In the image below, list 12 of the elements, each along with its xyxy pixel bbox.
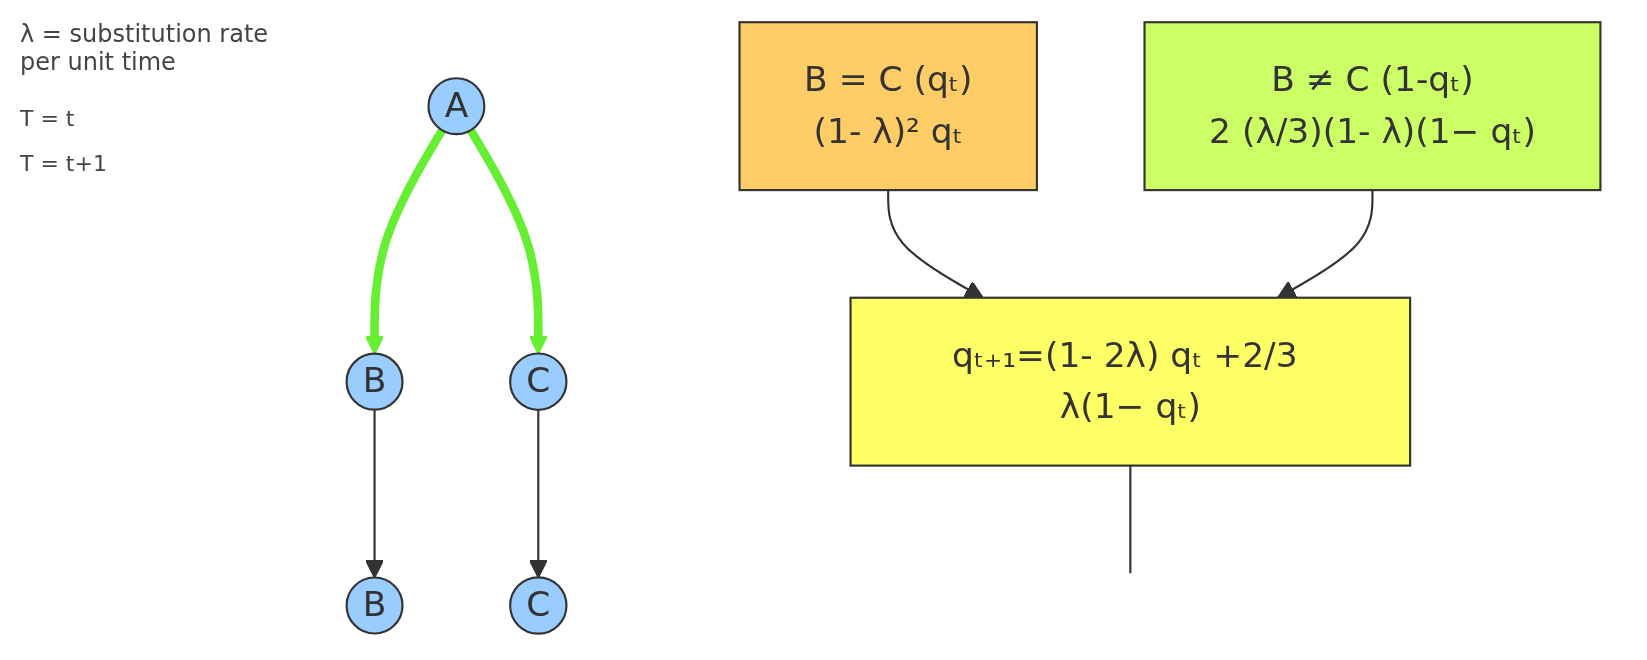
node-circle: C: [509, 352, 568, 411]
title-text: λ = substitution rate per unit time: [20, 20, 270, 76]
time-label: T = t+1: [20, 151, 108, 176]
node-box: B = C (qₜ) (1- λ)² qₜ: [738, 21, 1038, 192]
node-circle: A: [427, 77, 486, 136]
node-box: qₜ₊₁=(1- 2λ) qₜ +2/3 λ(1− qₜ): [849, 296, 1412, 467]
node-circle: B: [345, 352, 404, 411]
node-box: B ≠ C (1-qₜ) 2 (λ/3)(1- λ)(1− qₜ): [1143, 21, 1602, 192]
node-circle: C: [509, 576, 568, 635]
connector: [1129, 465, 1132, 574]
node-circle: B: [345, 576, 404, 635]
time-label: T = t: [20, 106, 76, 131]
